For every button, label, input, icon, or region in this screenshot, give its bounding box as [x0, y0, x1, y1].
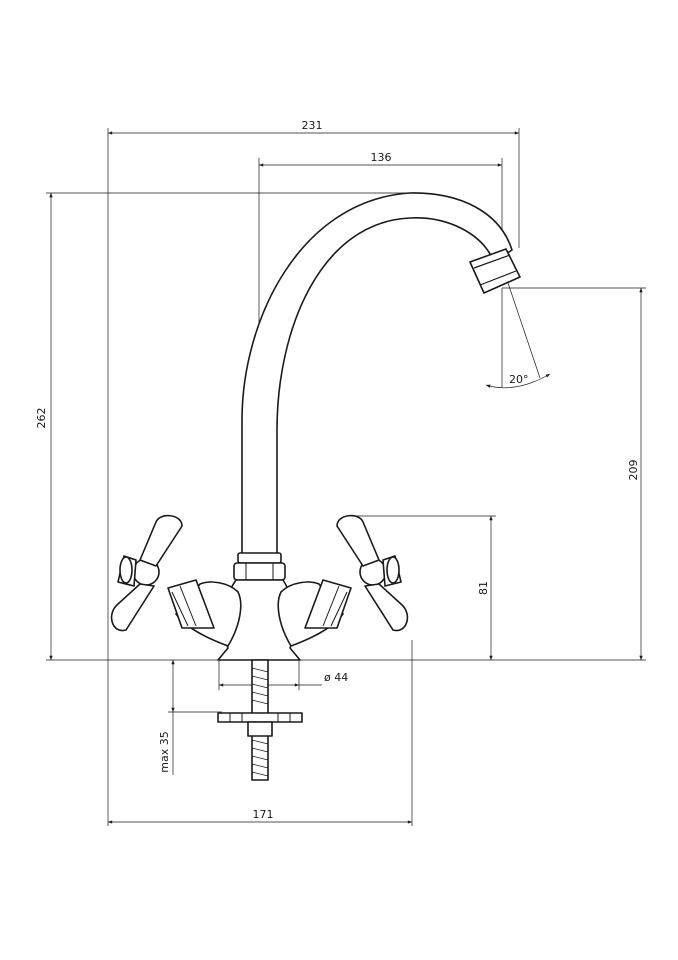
mounting-bracket: [217, 712, 303, 737]
label-base-diameter: ø 44: [324, 671, 348, 684]
dim-arc-20: [485, 373, 551, 389]
aerator: [469, 248, 521, 294]
dimension-labels: 231 136 262 209 81 ø 44 max 35 171 20°: [35, 119, 640, 821]
dimension-lines: [49, 131, 643, 824]
label-spout-outlet-height: 209: [627, 460, 640, 481]
label-base-span: 171: [253, 808, 274, 821]
right-valve: [277, 514, 409, 647]
extension-lines: [46, 128, 646, 826]
label-handle-height: 81: [477, 581, 490, 595]
label-spout-angle: 20°: [509, 373, 529, 386]
label-max-thickness: max 35: [158, 731, 171, 772]
swivel-collar: [233, 552, 286, 581]
left-valve: [110, 514, 242, 647]
label-spout-reach: 136: [371, 151, 392, 164]
faucet-body: [110, 192, 521, 781]
label-overall-width: 231: [302, 119, 323, 132]
spout: [241, 192, 513, 557]
label-overall-height: 262: [35, 408, 48, 429]
